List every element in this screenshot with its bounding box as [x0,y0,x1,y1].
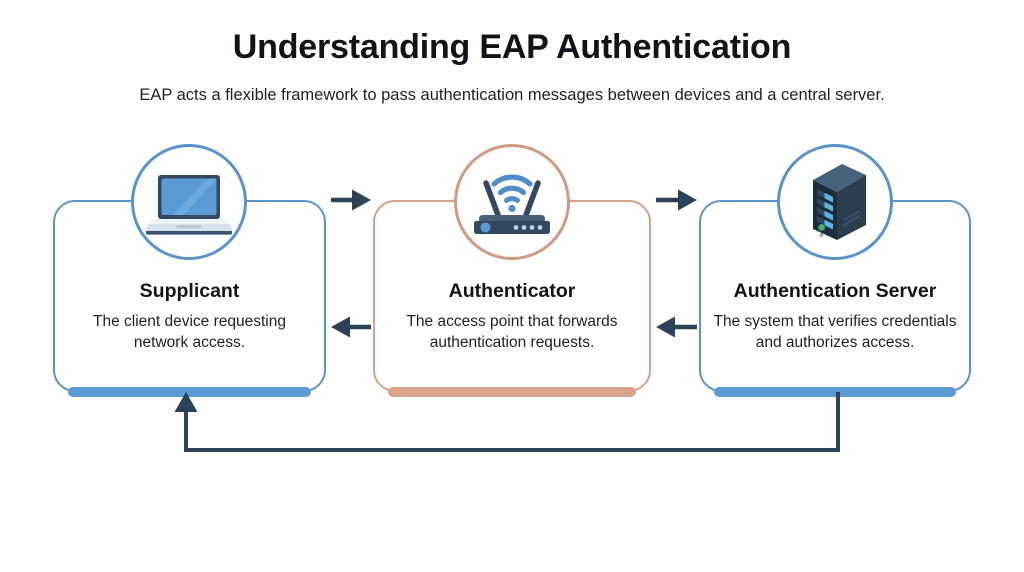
card-authentication-server-accent-bar [714,387,956,397]
card-authentication-server-description: The system that verifies credentials and… [713,313,957,351]
card-authenticator-title: Authenticator [448,280,576,302]
server-tower-icon [813,164,866,240]
arrow-supplicant-to-authenticator [331,189,371,211]
wifi-router-icon-badge [454,144,570,260]
server-tower-icon-badge [777,144,893,260]
card-supplicant-accent-bar [68,387,311,397]
card-supplicant-description: The client device requesting network acc… [92,313,286,351]
arrow-server-to-supplicant-feedback [174,392,840,452]
card-authentication-server-title: Authentication Server [733,280,937,302]
card-authenticator-accent-bar [388,387,636,397]
card-supplicant-title: Supplicant [139,280,240,302]
laptop-icon [145,175,233,235]
arrow-server-to-authenticator [656,316,697,338]
laptop-icon-badge [131,144,247,260]
page-title: Understanding EAP Authentication [232,28,792,66]
arrow-authenticator-to-supplicant [331,316,371,338]
card-authenticator-description: The access point that forwards authentic… [406,313,618,351]
page-subtitle: EAP acts a flexible framework to pass au… [139,86,885,104]
wifi-router-icon [474,174,550,234]
arrow-authenticator-to-server [656,189,697,211]
